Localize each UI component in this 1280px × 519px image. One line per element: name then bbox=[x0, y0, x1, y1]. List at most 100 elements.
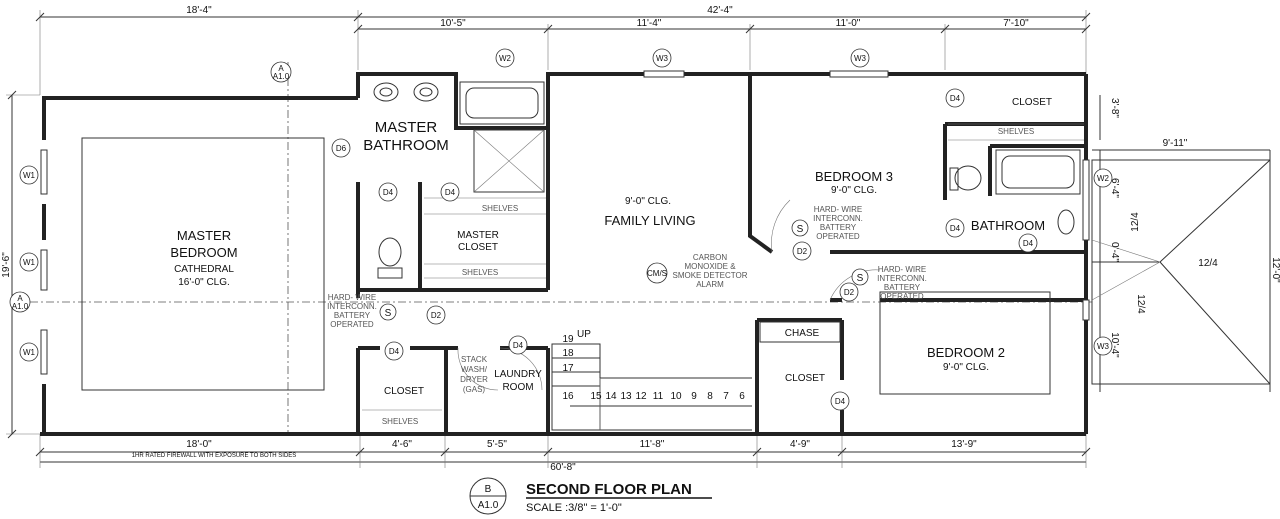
drawing-title: SECOND FLOOR PLAN bbox=[526, 481, 692, 498]
window-tag-w1-2: W1 bbox=[23, 258, 36, 267]
family-living-label: FAMILY LIVING bbox=[604, 213, 695, 228]
shelves-master-closet-bottom: SHELVES bbox=[462, 268, 498, 277]
alarm-note-3-line-3: BATTERY bbox=[884, 283, 921, 292]
roof-plan: 12/4 12/4 12/4 bbox=[1091, 159, 1271, 385]
dim-top-2: 42'-4" bbox=[707, 5, 733, 16]
door-tag-d4-5: D4 bbox=[950, 94, 961, 103]
dim-bottom-2: 4'-6" bbox=[392, 439, 412, 450]
window-tag-w1-1: W1 bbox=[23, 171, 36, 180]
shelves-closet-bottom: SHELVES bbox=[382, 417, 418, 426]
laundry-label-2: ROOM bbox=[502, 382, 533, 393]
smoke-detector-1: S bbox=[385, 308, 392, 319]
stair-step-9: 9 bbox=[691, 391, 697, 402]
window-tag-w1-3: W1 bbox=[23, 348, 36, 357]
dim-bottom-total: 60'-8" bbox=[550, 462, 576, 473]
smoke-detector-2: S bbox=[797, 224, 804, 235]
master-bathroom-label-1: MASTER bbox=[375, 119, 438, 136]
dim-bottom-4: 11'-8" bbox=[640, 439, 665, 450]
dim-side-closet: 3'-8" bbox=[1109, 98, 1120, 118]
shelves-master-closet-top: SHELVES bbox=[482, 204, 518, 213]
laundry-label-1: LAUNDRY bbox=[494, 369, 542, 380]
master-closet-label-1: MASTER bbox=[457, 230, 499, 241]
door-tag-d6: D6 bbox=[336, 144, 347, 153]
firewall-note: 1HR RATED FIREWALL WITH EXPOSURE TO BOTH… bbox=[132, 453, 297, 459]
alarm-note-3-line-4: OPERATED bbox=[880, 292, 924, 301]
dim-top-3: 10'-5" bbox=[440, 18, 466, 29]
stair-step-8: 8 bbox=[707, 391, 713, 402]
section-marker-left-sheet: A1.0 bbox=[12, 302, 29, 311]
roof-slope-main: 12/4 bbox=[1198, 258, 1218, 269]
door-tag-d2-1: D2 bbox=[431, 311, 442, 320]
stack-washer-1: STACK bbox=[461, 355, 488, 364]
dim-top-6: 7'-10" bbox=[1003, 18, 1029, 29]
dim-top-1: 18'-4" bbox=[186, 5, 212, 16]
master-bedroom-ceiling-type: CATHEDRAL bbox=[174, 264, 234, 275]
roof-slope-upper: 12/4 bbox=[1130, 212, 1141, 232]
window-marks bbox=[40, 70, 1090, 375]
stack-washer-4: (GAS) bbox=[463, 385, 486, 394]
alarm-note-3-line-2: INTERCONN. bbox=[877, 274, 927, 283]
drawing-scale: SCALE :3/8" = 1'-0" bbox=[526, 502, 622, 514]
stair-step-17: 17 bbox=[562, 363, 574, 374]
co-note-line-1: CARBON bbox=[693, 253, 727, 262]
dim-bottom-5: 4'-9" bbox=[790, 439, 810, 450]
dim-bottom-3: 5'-5" bbox=[487, 439, 507, 450]
stair-step-12: 12 bbox=[635, 391, 647, 402]
dim-side-mid: 0'-4" bbox=[1109, 242, 1120, 262]
dim-side-lower: 10'-4" bbox=[1109, 332, 1120, 358]
stair-step-13: 13 bbox=[620, 391, 632, 402]
bedroom2-label: BEDROOM 2 bbox=[927, 345, 1005, 360]
window-tag-w2-right: W2 bbox=[1097, 174, 1110, 183]
stair-step-7: 7 bbox=[723, 391, 729, 402]
master-bedroom-ceiling-height: 16'-0" CLG. bbox=[178, 277, 230, 288]
bedroom3-ceiling: 9'-0" CLG. bbox=[831, 185, 877, 196]
co-detector: CM/S bbox=[647, 269, 667, 278]
stair-step-18: 18 bbox=[562, 348, 574, 359]
co-note-line-3: SMOKE DETECTOR bbox=[673, 271, 748, 280]
notes: HARD- WIRE INTERCONN. BATTERY OPERATED H… bbox=[132, 205, 927, 459]
fixtures bbox=[81, 81, 1084, 431]
window-tag-w3-right: W3 bbox=[1097, 342, 1110, 351]
door-tag-d2-2: D2 bbox=[797, 247, 808, 256]
smoke-detector-3: S bbox=[857, 273, 864, 284]
section-marker-top-sheet: A1.0 bbox=[273, 72, 290, 81]
dim-top-5: 11'-0" bbox=[836, 18, 861, 29]
door-tag-d4-7: D4 bbox=[1023, 239, 1034, 248]
title-block-letter: B bbox=[485, 484, 492, 495]
master-bedroom-label-1: MASTER bbox=[177, 228, 231, 243]
window-tag-w3-top-1: W3 bbox=[656, 54, 669, 63]
closet-mid-label: CLOSET bbox=[785, 373, 825, 384]
dim-bottom-6: 13'-9" bbox=[951, 439, 977, 450]
dim-roof-depth: 12'-0" bbox=[1270, 257, 1280, 283]
dimension-lines: 18'-4" 42'-4" 10'-5" 11'-4" 11'-0" 7'-10… bbox=[1, 5, 1280, 473]
tags: W1 W1 W1 W2 W3 W3 W2 W3 D6 D4 D4 D4 D4 D… bbox=[9, 48, 1113, 411]
bedroom3-label: BEDROOM 3 bbox=[815, 169, 893, 184]
master-bedroom-label-2: BEDROOM bbox=[170, 245, 237, 260]
door-tag-d4-6: D4 bbox=[950, 224, 961, 233]
dim-top-4: 11'-4" bbox=[637, 18, 662, 29]
dim-bottom-1: 18'-0" bbox=[186, 439, 212, 450]
closet-bottom-label: CLOSET bbox=[384, 386, 424, 397]
co-note-line-4: ALARM bbox=[696, 280, 724, 289]
dim-side-left: 19'-6" bbox=[1, 252, 12, 278]
stair-step-14: 14 bbox=[605, 391, 617, 402]
alarm-note-3-line-1: HARD- WIRE bbox=[878, 265, 926, 274]
alarm-note-2-line-1: HARD- WIRE bbox=[814, 205, 862, 214]
stack-washer-2: WASH/ bbox=[461, 365, 488, 374]
stair-numbers: 19 18 17 16 15 14 13 12 11 10 9 8 7 6 bbox=[562, 334, 745, 402]
family-living-ceiling: 9'-0" CLG. bbox=[625, 196, 671, 207]
master-bathroom-label-2: BATHROOM bbox=[363, 137, 449, 154]
alarm-note-2-line-4: OPERATED bbox=[816, 232, 860, 241]
stair-up-label: UP bbox=[577, 329, 591, 340]
bedroom2-ceiling: 9'-0" CLG. bbox=[943, 362, 989, 373]
alarm-note-1-line-2: INTERCONN. bbox=[327, 302, 377, 311]
stair-step-10: 10 bbox=[670, 391, 682, 402]
roof-slope-lower: 12/4 bbox=[1135, 294, 1146, 314]
shelves-closet-top: SHELVES bbox=[998, 127, 1034, 136]
dim-roof-width: 9'-11" bbox=[1163, 138, 1188, 149]
door-tag-d4-3: D4 bbox=[389, 347, 400, 356]
alarm-note-1-line-4: OPERATED bbox=[330, 320, 374, 329]
door-tag-d2-3: D2 bbox=[844, 288, 855, 297]
door-tag-d4-8: D4 bbox=[835, 397, 846, 406]
